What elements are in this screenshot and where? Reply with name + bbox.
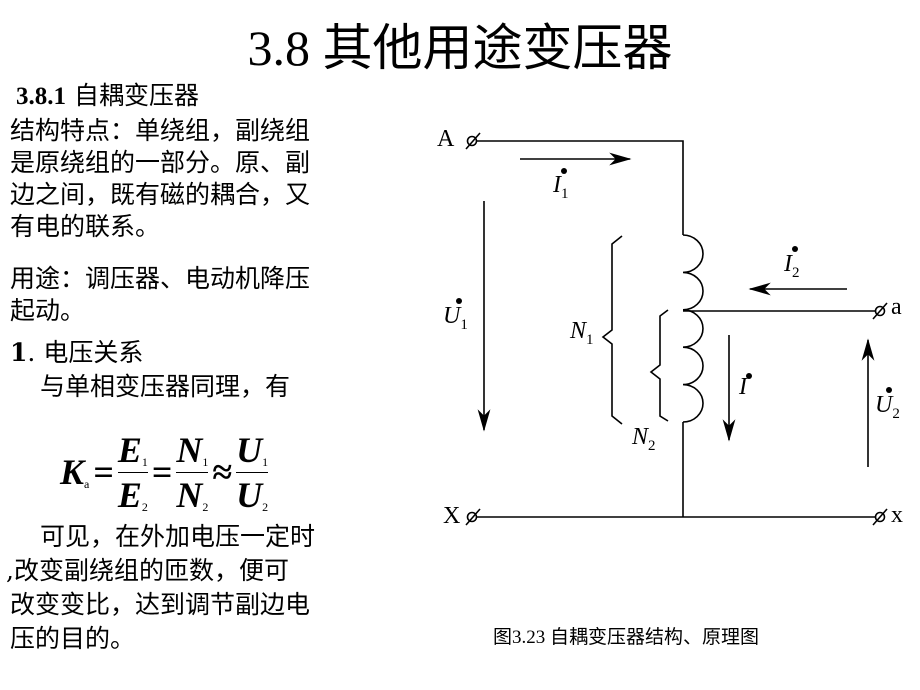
subsection-heading: 1. 电压关系: [10, 338, 144, 367]
formula-fraction-u: U1 U2: [236, 429, 269, 515]
subsection-number: 1: [10, 338, 28, 367]
terminal-X-label: X: [443, 503, 461, 529]
formula-e2: E2: [117, 474, 148, 515]
figure-caption: 图3.23 自耦变压器结构、原理图: [493, 627, 760, 648]
body-line: 用途：调压器、电动机降压: [10, 264, 311, 293]
subsection-name: 电压关系: [43, 338, 144, 367]
formula-fraction-n: N1 N2: [176, 429, 209, 515]
formula-eq: =: [93, 452, 114, 492]
section-heading: 3.8.1 自耦变压器: [16, 80, 199, 112]
formula-n1: N1: [176, 429, 209, 470]
formula-fraction-e: E1 E2: [117, 429, 148, 515]
conclusion-line: 可见，在外加电压一定时: [40, 522, 316, 551]
body-line: 有电的联系。: [10, 212, 161, 241]
formula-eq: =: [151, 452, 173, 492]
formula-e1: E1: [117, 429, 148, 470]
intro-text: 与单相变压器同理，有: [40, 372, 291, 401]
turns-n1-label: N1: [570, 318, 594, 348]
terminal-A-label: A: [437, 126, 455, 152]
winding-coil: [682, 234, 704, 423]
voltage-u1-label: U1: [443, 303, 468, 333]
slide-title: 3.8 其他用途变压器: [247, 20, 673, 76]
body-line: 是原绕组的一部分。原、副: [10, 148, 311, 177]
formula-u1: U1: [236, 429, 269, 470]
current-i1-label: I1: [553, 172, 569, 202]
current-i2-label: I2: [784, 251, 800, 281]
formula-approx: ≈: [212, 452, 233, 492]
formula-n2: N2: [176, 474, 209, 515]
terminal-a-label: a: [891, 294, 902, 320]
conclusion-line: 改变变比，达到调节副边电: [10, 590, 311, 619]
turns-n2-label: N2: [632, 424, 656, 454]
body-line: 起动。: [10, 296, 86, 325]
terminal-x-label: x: [891, 502, 903, 528]
conclusion-line: ,改变副绕组的匝数，便可: [6, 556, 289, 585]
formula-k-sub: a: [84, 477, 90, 491]
body-line: 结构特点：单绕组，副绕组: [10, 116, 311, 145]
voltage-u2-label: U2: [875, 392, 900, 422]
formula: Ka = E1 E2 = N1 N2 ≈ U1 U2: [60, 428, 269, 516]
formula-k: Ka: [60, 452, 90, 492]
current-i-label: I: [739, 374, 747, 400]
section-number: 3.8.1: [16, 83, 66, 110]
body-line: 边之间，既有磁的耦合，又: [10, 180, 311, 209]
brace-n2: [649, 309, 669, 422]
brace-n1: [601, 235, 623, 425]
conclusion-line: 压的目的。: [10, 624, 136, 653]
formula-u2: U2: [236, 474, 269, 515]
wire-a: [476, 140, 684, 235]
section-name: 自耦变压器: [73, 81, 199, 110]
